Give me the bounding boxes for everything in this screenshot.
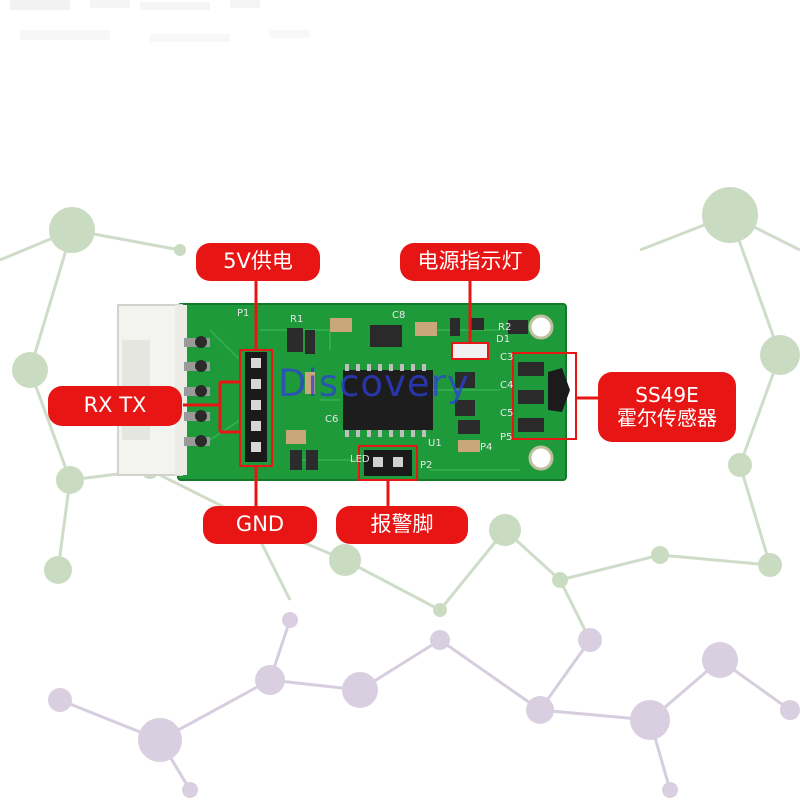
label-5v-power: 5V供电 [196,243,320,281]
label-rx-tx: RX TX [48,386,182,426]
silk-p4: P4 [480,442,492,453]
silk-p1: P1 [237,308,249,319]
smd-components [286,318,577,481]
main-ic-chip [343,370,433,430]
top-faint-text [10,0,310,42]
label-power-indicator: 电源指示灯 [400,243,540,281]
label-sensor-name: 霍尔传感器 [617,406,717,430]
transistor [370,325,402,347]
callout-lines [183,276,598,508]
silk-r1: R1 [290,314,303,325]
label-sensor-model: SS49E [635,383,699,407]
mounting-hole-bottom [528,445,554,471]
silk-u1: U1 [428,438,442,449]
silk-c6: C6 [325,414,338,425]
silk-c8: C8 [392,310,405,321]
power-led [451,342,489,360]
silk-c5: C5 [500,408,513,419]
label-hall-sensor: SS49E 霍尔传感器 [598,372,736,442]
sensor-highlight [512,352,577,440]
silk-led: LED [350,454,370,465]
silk-p5: P5 [500,432,512,443]
silk-p2: P2 [420,460,432,471]
label-alarm-pin: 报警脚 [336,506,468,544]
label-gnd: GND [203,506,317,544]
mounting-hole-top [528,314,554,340]
silk-r2: R2 [498,322,511,333]
watermark: Discovery [278,362,470,405]
molecule-network [0,187,800,798]
silk-c4: C4 [500,380,513,391]
silk-c3: C3 [500,352,513,363]
silk-d1: D1 [496,334,510,345]
hall-sensor [548,368,570,412]
